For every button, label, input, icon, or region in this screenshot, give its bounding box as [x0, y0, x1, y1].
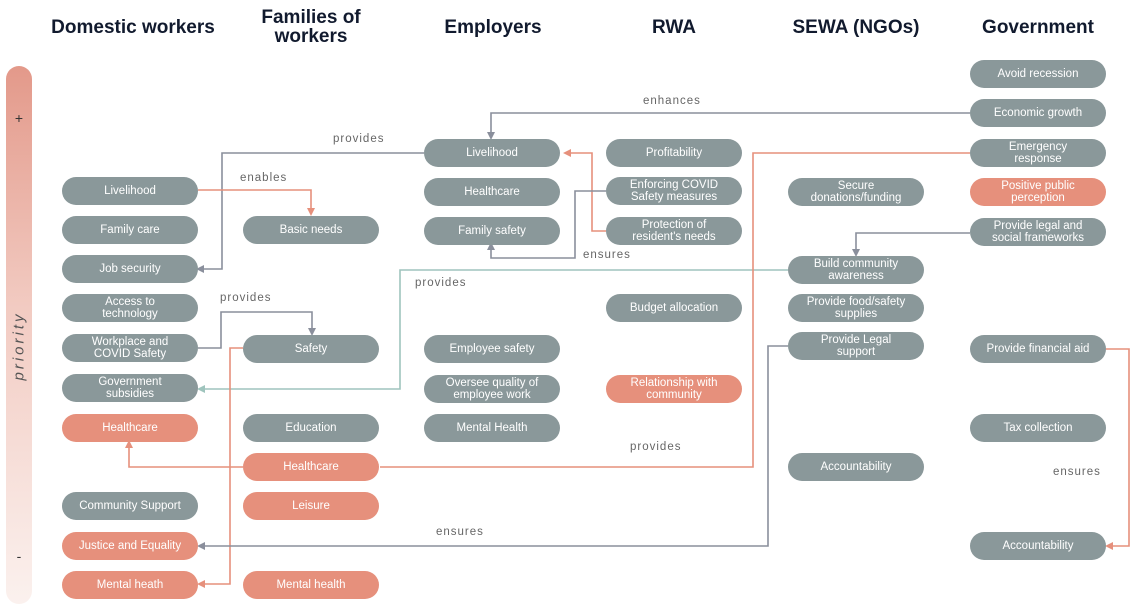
edge-provides-subsidies: [197, 269, 788, 393]
node-domestic-access-technology: Access to technology: [62, 294, 198, 322]
node-employers-employee-safety: Employee safety: [424, 335, 560, 363]
node-employers-healthcare: Healthcare: [424, 178, 560, 206]
node-government-accountability: Accountability: [970, 532, 1106, 560]
node-government-legal-frameworks: Provide legal and social frameworks: [970, 218, 1106, 246]
node-employers-mental-health: Mental Health: [424, 414, 560, 442]
column-header-families-of-workers: Families of workers: [261, 7, 361, 47]
edge-protection-livelihood: [563, 149, 606, 232]
node-government-avoid-recession: Avoid recession: [970, 60, 1106, 88]
edge-label-enhances: enhances: [643, 95, 701, 107]
node-government-public-perception: Positive public perception: [970, 178, 1106, 206]
node-families-leisure: Leisure: [243, 492, 379, 520]
node-rwa-profitability: Profitability: [606, 139, 742, 167]
node-government-financial-aid: Provide financial aid: [970, 335, 1106, 363]
edge-enables: [198, 189, 315, 216]
node-government-tax-collection: Tax collection: [970, 414, 1106, 442]
node-families-healthcare: Healthcare: [243, 453, 379, 481]
edge-ensures-accountability: [1105, 348, 1130, 550]
priority-scale: + priority -: [6, 66, 32, 604]
edge-ensures-justice: [197, 345, 788, 550]
node-domestic-government-subsidies: Government subsidies: [62, 374, 198, 402]
node-rwa-protection-needs: Protection of resident's needs: [606, 217, 742, 245]
edge-provides-job-security: [196, 152, 424, 273]
edge-provides-healthcare: [380, 152, 970, 468]
edge-ensures-family-safety: [487, 190, 606, 259]
node-domestic-workplace-covid-safety: Workplace and COVID Safety: [62, 334, 198, 362]
node-families-mental-health: Mental health: [243, 571, 379, 599]
edge-enhances: [487, 112, 970, 140]
node-employers-family-safety: Family safety: [424, 217, 560, 245]
node-sewa-secure-donations: Secure donations/funding: [788, 178, 924, 206]
node-domestic-justice-equality: Justice and Equality: [62, 532, 198, 560]
node-domestic-mental-health: Mental heath: [62, 571, 198, 599]
column-header-domestic-workers: Domestic workers: [51, 17, 215, 38]
column-header-government: Government: [982, 17, 1094, 38]
node-sewa-accountability: Accountability: [788, 453, 924, 481]
priority-low-marker: -: [16, 548, 22, 564]
column-header-employers: Employers: [444, 17, 542, 38]
node-domestic-community-support: Community Support: [62, 492, 198, 520]
node-rwa-enforcing-covid: Enforcing COVID Safety measures: [606, 177, 742, 205]
node-domestic-family-care: Family care: [62, 216, 198, 244]
node-government-economic-growth: Economic growth: [970, 99, 1106, 127]
edge-label-provides-healthcare: provides: [630, 441, 682, 453]
node-sewa-legal-support: Provide Legal support: [788, 332, 924, 360]
node-domestic-healthcare: Healthcare: [62, 414, 198, 442]
node-government-emergency-response: Emergency response: [970, 139, 1106, 167]
node-families-basic-needs: Basic needs: [243, 216, 379, 244]
node-families-safety: Safety: [243, 335, 379, 363]
edge-healthcare-return: [125, 440, 243, 468]
edge-frameworks-awareness: [852, 232, 970, 257]
node-sewa-build-awareness: Build community awareness: [788, 256, 924, 284]
column-header-rwa: RWA: [652, 17, 696, 38]
node-families-education: Education: [243, 414, 379, 442]
edge-label-provides-livelihood: provides: [333, 133, 385, 145]
edge-label-provides-subsidies: provides: [415, 277, 467, 289]
node-rwa-budget-allocation: Budget allocation: [606, 294, 742, 322]
edge-label-ensures-family: ensures: [583, 249, 631, 261]
edge-label-ensures-justice: ensures: [436, 526, 484, 538]
priority-high-marker: +: [14, 110, 24, 126]
node-sewa-food-safety-supplies: Provide food/safety supplies: [788, 294, 924, 322]
edge-label-enables: enables: [240, 172, 288, 184]
node-rwa-relationship-community: Relationship with community: [606, 375, 742, 403]
edge-label-ensures-accountability: ensures: [1053, 466, 1101, 478]
node-domestic-livelihood: Livelihood: [62, 177, 198, 205]
node-domestic-job-security: Job security: [62, 255, 198, 283]
edge-provides-safety: [198, 311, 316, 349]
edge-safety-mental: [197, 347, 243, 588]
node-employers-oversee-quality: Oversee quality of employee work: [424, 375, 560, 403]
column-header-sewa: SEWA (NGOs): [792, 17, 920, 38]
node-employers-livelihood: Livelihood: [424, 139, 560, 167]
edge-label-provides-safety: provides: [220, 292, 272, 304]
